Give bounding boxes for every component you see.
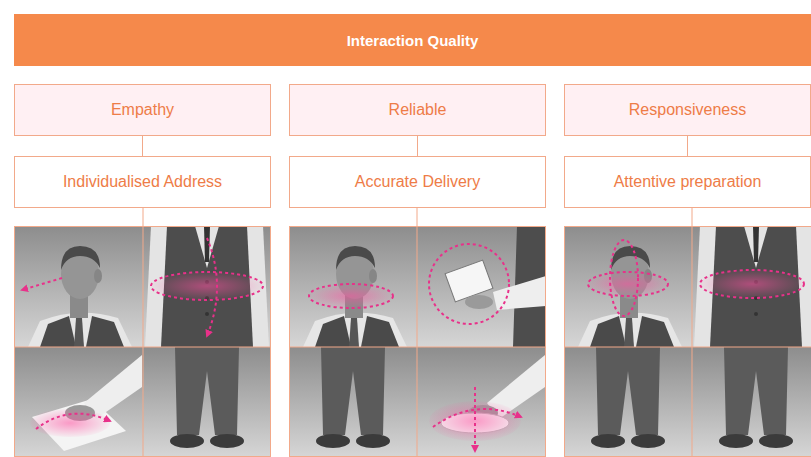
grid-line [692,226,693,457]
category-box: Empathy [14,84,271,136]
grid-border [15,227,271,457]
box-label: Responsiveness [629,101,746,119]
figure-cell [692,347,811,457]
box-label: Accurate Delivery [355,173,480,191]
box-label: Individualised Address [63,173,222,191]
figure-cell [564,226,692,347]
figure-cell [289,347,417,457]
figure-cell [14,226,143,347]
connector-line [142,136,143,156]
figure-cell [417,347,546,457]
figure-cell [289,226,417,347]
category-box: Reliable [289,84,546,136]
category-box: Responsiveness [564,84,811,136]
stem-line [143,208,144,226]
attribute-box: Individualised Address [14,156,271,208]
grid-line [564,347,811,348]
figure-cell [417,226,546,347]
figure-cell [143,347,271,457]
grid-border [290,227,546,457]
stem-line [417,208,418,226]
stem-line [692,208,693,226]
figure-cell [143,226,271,347]
figure-cell [564,347,692,457]
grid-line [417,226,418,457]
grid-border [565,227,811,457]
box-label: Interaction Quality [347,32,479,49]
grid-line [143,226,144,457]
connector-line [687,136,688,156]
box-label: Empathy [111,101,174,119]
box-label: Reliable [389,101,447,119]
figure-cell [14,347,143,457]
header-band: Interaction Quality [14,14,811,66]
box-label: Attentive preparation [614,173,762,191]
grid-line [289,347,546,348]
attribute-box: Attentive preparation [564,156,811,208]
grid-line [14,347,271,348]
connector-line [417,136,418,156]
attribute-box: Accurate Delivery [289,156,546,208]
figure-cell [692,226,811,347]
